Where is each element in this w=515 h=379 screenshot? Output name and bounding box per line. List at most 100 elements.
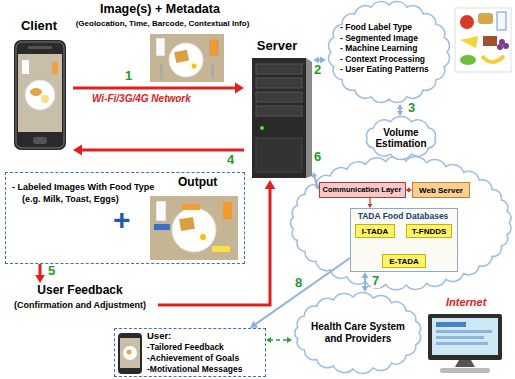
meal-photo bbox=[192, 64, 197, 69]
computer-illustration bbox=[428, 314, 502, 373]
internet-label: Internet bbox=[446, 296, 486, 309]
node-label: E-TADA bbox=[389, 257, 419, 266]
client-phone bbox=[52, 62, 58, 74]
food-icons-photo bbox=[478, 13, 493, 24]
client-phone bbox=[41, 95, 49, 103]
server-tower bbox=[256, 106, 302, 116]
meal-photo bbox=[211, 63, 214, 78]
block-heading: User Feedback bbox=[5, 283, 155, 297]
labeled-meal-photo bbox=[200, 234, 206, 240]
food-icons-photo bbox=[460, 36, 478, 48]
list-item: - Food Label Type bbox=[340, 22, 412, 32]
connector-line bbox=[158, 185, 270, 305]
cloud-outline bbox=[367, 116, 436, 159]
labeled-meal-photo bbox=[172, 208, 216, 252]
connector bbox=[158, 180, 275, 305]
computer-illustration bbox=[436, 342, 488, 345]
list-item: - Labeled Images With Food Type bbox=[12, 182, 154, 193]
server-tower bbox=[306, 58, 312, 178]
cloud-outline bbox=[290, 156, 511, 290]
volume-cloud: Volume Estimation bbox=[362, 116, 440, 160]
processing-cloud: - Food Label Type- Segmented Image- Mach… bbox=[326, 0, 452, 104]
web-server-box: Web Server bbox=[412, 182, 470, 198]
server-tower bbox=[256, 138, 302, 172]
callout-number: 8 bbox=[294, 276, 303, 290]
list-item: - Context Processing bbox=[340, 54, 425, 64]
node-label: T-FNDDS bbox=[412, 227, 447, 236]
callout-number: 6 bbox=[313, 150, 322, 164]
server-tower bbox=[256, 92, 302, 102]
callout-number: 3 bbox=[407, 101, 416, 115]
connector-line bbox=[269, 339, 289, 341]
food-icons-photo bbox=[483, 36, 497, 46]
feedback-block: User Feedback (Confirmation and Adjustmen… bbox=[5, 283, 158, 317]
plus-sign: + bbox=[113, 205, 131, 235]
food-icons-photo bbox=[460, 15, 474, 29]
server-tower bbox=[256, 64, 302, 74]
server-node: Server bbox=[244, 38, 313, 180]
user-box: User:-Tailored Feedback-Achievement of G… bbox=[114, 328, 266, 377]
meal-photo bbox=[150, 34, 224, 82]
database-group: TADA Food DatabasesI-TADAT-FNDDSE-TADA bbox=[350, 208, 458, 272]
client-phone bbox=[18, 54, 62, 132]
server-tower bbox=[260, 126, 264, 130]
client-phone bbox=[33, 137, 47, 144]
computer-illustration bbox=[455, 360, 475, 367]
labeled-meal-photo bbox=[182, 204, 200, 210]
food-icons-photo bbox=[497, 44, 503, 50]
connector bbox=[397, 104, 403, 116]
arrowhead bbox=[235, 83, 244, 94]
labeled-meal-photo bbox=[156, 201, 166, 221]
user-phone bbox=[120, 338, 140, 368]
labeled-meal-photo bbox=[154, 224, 170, 230]
list-item: (e.g. Milk, Toast, Eggs) bbox=[22, 194, 119, 205]
computer-illustration bbox=[436, 336, 484, 339]
food-icons-photo bbox=[455, 8, 511, 72]
database-box: T-FNDDS bbox=[406, 224, 452, 238]
communication-layer-box: Communication Layer bbox=[319, 182, 406, 198]
food-icons-photo bbox=[455, 8, 511, 72]
client-phone bbox=[14, 40, 66, 150]
block-body: (Confirmation and Adjustment) bbox=[5, 300, 155, 311]
connector bbox=[368, 198, 373, 208]
labeled-meal-photo bbox=[179, 217, 195, 231]
labeled-meal-photo bbox=[195, 231, 211, 243]
callout-number: 2 bbox=[313, 63, 322, 77]
client-phone bbox=[16, 42, 64, 148]
arrowhead bbox=[312, 172, 318, 178]
list-item: - User Eating Patterns bbox=[340, 64, 429, 74]
user-phone bbox=[127, 350, 132, 355]
meal-photo bbox=[187, 61, 201, 71]
arrowhead bbox=[265, 180, 276, 189]
labeled-meal-photo bbox=[223, 202, 232, 219]
client-phone bbox=[28, 46, 52, 49]
labeled-meal-photo bbox=[150, 196, 238, 260]
database-box: E-TADA bbox=[382, 254, 426, 268]
arrowhead bbox=[406, 188, 410, 193]
node-label: I-TADA bbox=[362, 227, 389, 236]
labeled-meal-photo bbox=[150, 196, 238, 260]
callout-number: 1 bbox=[124, 69, 133, 83]
output-box: - Labeled Images With Food Type(e.g. Mil… bbox=[5, 172, 245, 264]
box-heading: Output bbox=[178, 175, 217, 189]
meal-photo bbox=[174, 50, 189, 63]
food-icons-photo bbox=[482, 56, 504, 62]
figure-subheading: (Geolocation, Time, Barcode, Contextual … bbox=[55, 19, 270, 29]
box-heading: User: bbox=[147, 330, 171, 341]
cloud-text: Health Care System and Providers bbox=[304, 321, 412, 345]
list-item: - Machine Learning bbox=[340, 43, 417, 53]
connector-line bbox=[78, 149, 244, 152]
arrowhead bbox=[397, 104, 403, 109]
computer-illustration bbox=[436, 322, 466, 327]
food-icons-photo bbox=[497, 12, 506, 30]
cloud-outline bbox=[295, 293, 421, 374]
client-phone bbox=[30, 88, 42, 96]
cloud-text: Volume Estimation bbox=[368, 127, 434, 149]
server-tower bbox=[256, 78, 302, 88]
meal-photo bbox=[160, 64, 163, 79]
user-phone bbox=[118, 333, 142, 374]
cloud-outline bbox=[329, 2, 450, 103]
health-care-cloud: Health Care System and Providers bbox=[292, 292, 424, 374]
connector bbox=[361, 272, 368, 292]
